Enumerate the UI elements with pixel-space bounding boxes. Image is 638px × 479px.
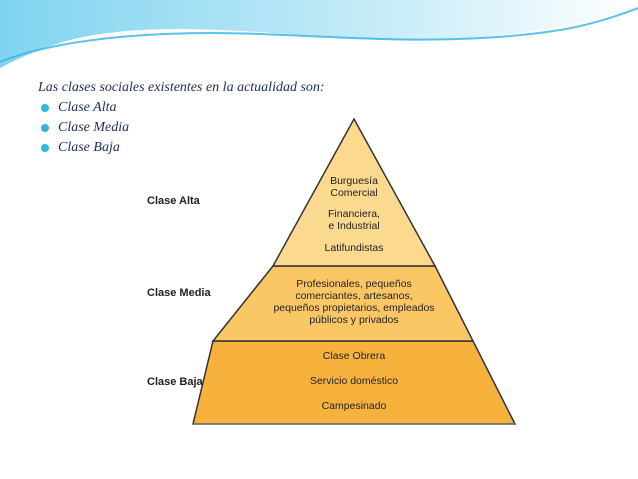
bullet-dot-icon bbox=[41, 124, 49, 132]
bullet-text: Clase Alta bbox=[58, 100, 117, 115]
bullet-dot-icon bbox=[41, 104, 49, 112]
bullet-item: Clase Baja bbox=[38, 138, 458, 158]
slide-heading: Las clases sociales existentes en la act… bbox=[38, 80, 325, 95]
label-clase-alta: Clase Alta bbox=[147, 195, 200, 207]
media-line: públicos y privados bbox=[309, 314, 399, 326]
alta-line: Latifundistas bbox=[324, 242, 384, 254]
media-line: comerciantes, artesanos, bbox=[295, 290, 413, 302]
label-clase-media: Clase Media bbox=[147, 287, 211, 299]
bullet-list: Clase Alta Clase Media Clase Baja bbox=[38, 98, 458, 158]
bullet-item: Clase Alta bbox=[38, 98, 458, 118]
alta-line: Burguesía bbox=[330, 175, 378, 187]
alta-line: Financiera, bbox=[328, 208, 380, 220]
baja-line: Servicio doméstico bbox=[309, 375, 399, 387]
alta-line: Comercial bbox=[330, 187, 378, 199]
baja-line: Clase Obrera bbox=[322, 350, 386, 362]
text-block: Las clases sociales existentes en la act… bbox=[38, 78, 458, 158]
bullet-item: Clase Media bbox=[38, 118, 458, 138]
alta-line: e Industrial bbox=[328, 220, 380, 232]
bullet-dot-icon bbox=[41, 144, 49, 152]
header-wave bbox=[0, 0, 638, 71]
media-line: pequeños propietarios, empleados bbox=[273, 302, 435, 314]
label-clase-baja: Clase Baja bbox=[147, 376, 203, 388]
pyramid-top-tier bbox=[271, 117, 437, 267]
bullet-text: Clase Media bbox=[58, 120, 130, 135]
bullet-text: Clase Baja bbox=[58, 140, 120, 155]
baja-line: Campesinado bbox=[321, 400, 387, 412]
media-line: Profesionales, pequeños bbox=[296, 278, 412, 290]
